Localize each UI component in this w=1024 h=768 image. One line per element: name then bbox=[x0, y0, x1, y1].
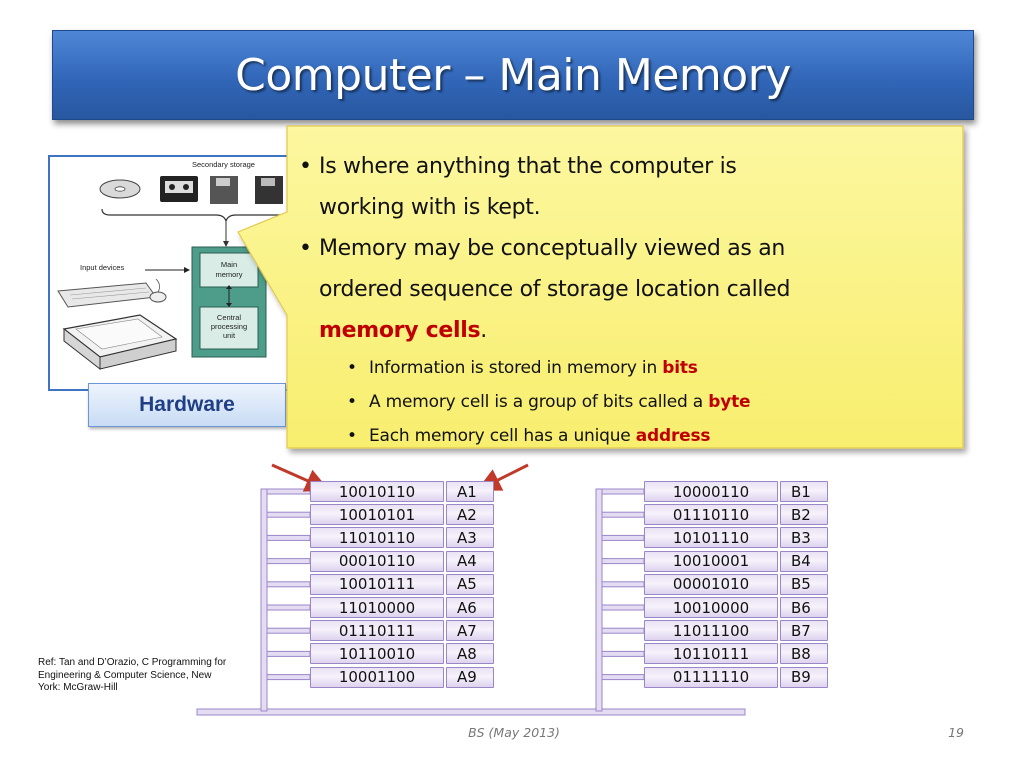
memory-cells-highlight: memory cells bbox=[319, 318, 481, 343]
memory-shelf-connector bbox=[266, 674, 311, 681]
memory-cell-address: B8 bbox=[780, 643, 828, 665]
byte-highlight: byte bbox=[708, 392, 751, 412]
memory-cell-address: B9 bbox=[780, 666, 828, 688]
memory-shelf-connector bbox=[601, 627, 645, 634]
memory-cell-address: A3 bbox=[446, 527, 494, 549]
bank-b-post bbox=[595, 488, 603, 712]
memory-shelf-connector bbox=[266, 650, 311, 657]
cpu-box bbox=[199, 306, 259, 350]
memory-cell-address: A9 bbox=[446, 666, 494, 688]
bank-a-post bbox=[260, 488, 268, 712]
secondary-storage-label: Secondary storage bbox=[192, 160, 255, 169]
memory-cell-address: A7 bbox=[446, 620, 494, 642]
reference-note: Ref: Tan and D’Orazio, C Programming for… bbox=[38, 657, 227, 693]
mouse-icon bbox=[149, 278, 167, 303]
svg-text:memory: memory bbox=[215, 270, 242, 279]
footer-text: BS (May 2013) bbox=[468, 725, 560, 740]
title-banner: Computer – Main Memory bbox=[52, 30, 974, 120]
memory-cell-value: 01110110 bbox=[644, 504, 778, 526]
memory-cell-value: 11010110 bbox=[310, 527, 444, 549]
memory-base-bus bbox=[196, 708, 746, 716]
memory-cell-value: 11011100 bbox=[644, 620, 778, 642]
memory-cell-address: B1 bbox=[780, 481, 828, 502]
memory-cell-address: B5 bbox=[780, 573, 828, 595]
memory-cell-value: 10001100 bbox=[310, 666, 444, 688]
memory-shelf-connector bbox=[266, 627, 311, 634]
input-devices-label: Input devices bbox=[80, 263, 124, 272]
bullet-2: • Memory may be conceptually viewed as a… bbox=[299, 236, 791, 343]
tape-cassette-icon bbox=[160, 176, 198, 202]
main-memory-box bbox=[199, 252, 259, 288]
memory-cell-value: 01110111 bbox=[310, 620, 444, 642]
hardware-label: Hardware bbox=[139, 393, 235, 416]
memory-cell-value: 10000110 bbox=[644, 481, 778, 502]
memory-cell-address: A1 bbox=[446, 481, 494, 502]
page-number: 19 bbox=[948, 725, 964, 740]
memory-cell-value: 10110010 bbox=[310, 643, 444, 665]
svg-text:processing: processing bbox=[211, 322, 247, 331]
memory-cell-address: B4 bbox=[780, 550, 828, 572]
memory-shelf-connector bbox=[266, 511, 311, 518]
memory-shelf-connector bbox=[266, 488, 311, 495]
memory-shelf-connector bbox=[266, 558, 311, 565]
memory-cell-value: 10101110 bbox=[644, 527, 778, 549]
memory-cell-address: A5 bbox=[446, 573, 494, 595]
floppy-disk-icon bbox=[255, 176, 283, 204]
memory-cell-address: B6 bbox=[780, 597, 828, 618]
svg-text:Main: Main bbox=[221, 260, 237, 269]
memory-shelf-connector bbox=[266, 534, 311, 541]
memory-cell-address: A6 bbox=[446, 597, 494, 618]
memory-shelf-connector bbox=[601, 488, 645, 495]
sub-bullet-3: • Each memory cell has a unique address bbox=[347, 426, 711, 446]
memory-cell-value: 10010111 bbox=[310, 573, 444, 595]
memory-cell-value: 10010000 bbox=[644, 597, 778, 618]
memory-shelf-connector bbox=[601, 650, 645, 657]
sub-bullet-1: • Information is stored in memory in bit… bbox=[347, 358, 698, 378]
memory-cell-value: 10110111 bbox=[644, 643, 778, 665]
memory-cell-address: B3 bbox=[780, 527, 828, 549]
memory-cell-value: 11010000 bbox=[310, 597, 444, 618]
memory-shelf-connector bbox=[601, 604, 645, 611]
memory-shelf-connector bbox=[601, 511, 645, 518]
cd-disc-icon bbox=[99, 179, 141, 199]
memory-shelf-connector bbox=[266, 581, 311, 588]
svg-text:Central: Central bbox=[217, 313, 242, 322]
memory-cell-address: A2 bbox=[446, 504, 494, 526]
memory-shelf-connector bbox=[601, 581, 645, 588]
address-highlight: address bbox=[635, 426, 711, 446]
bullet-1: • Is where anything that the computer is… bbox=[299, 154, 737, 220]
memory-shelf-connector bbox=[601, 534, 645, 541]
callout-text: • Is where anything that the computer is… bbox=[287, 126, 963, 448]
memory-shelf-connector bbox=[266, 604, 311, 611]
memory-cell-value: 10010110 bbox=[310, 481, 444, 502]
memory-shelf-connector bbox=[601, 674, 645, 681]
bits-highlight: bits bbox=[662, 358, 698, 378]
memory-cell-value: 10010001 bbox=[644, 550, 778, 572]
memory-cell-address: A8 bbox=[446, 643, 494, 665]
sub-bullet-2: • A memory cell is a group of bits calle… bbox=[347, 392, 751, 412]
memory-cell-address: A4 bbox=[446, 550, 494, 572]
memory-cell-value: 10010101 bbox=[310, 504, 444, 526]
memory-shelf-connector bbox=[601, 558, 645, 565]
scanner-icon bbox=[62, 314, 178, 371]
memory-cell-address: B7 bbox=[780, 620, 828, 642]
memory-cell-value: 01111110 bbox=[644, 666, 778, 688]
memory-cell-address: B2 bbox=[780, 504, 828, 526]
memory-cell-value: 00001010 bbox=[644, 573, 778, 595]
svg-text:unit: unit bbox=[223, 331, 236, 340]
floppy-disk-icon bbox=[210, 176, 238, 204]
slide-title: Computer – Main Memory bbox=[235, 49, 791, 101]
hardware-label-box: Hardware bbox=[88, 383, 286, 427]
memory-cell-value: 00010110 bbox=[310, 550, 444, 572]
